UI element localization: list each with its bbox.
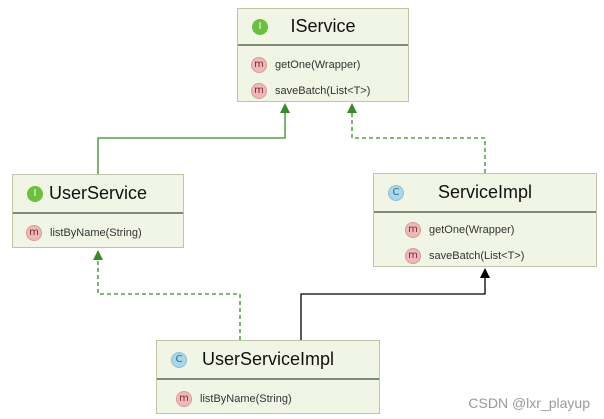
method-row[interactable]: m getOne(Wrapper): [392, 217, 596, 243]
edge-serviceimpl-implements-iservice: [351, 112, 486, 173]
edge-userserviceimpl-implements-userservice: [97, 258, 241, 340]
method-icon: m: [26, 225, 42, 241]
arrowhead-userservice-iservice: [280, 103, 290, 113]
node-userservice[interactable]: I UserService m listByName(String): [12, 174, 184, 248]
method-list: m listByName(String): [13, 214, 183, 246]
arrowhead-userserviceimpl-userservice: [93, 250, 103, 260]
method-icon: m: [251, 83, 267, 99]
method-row[interactable]: m getOne(Wrapper): [238, 52, 408, 78]
class-icon: C: [388, 184, 404, 201]
method-row[interactable]: m listByName(String): [13, 220, 183, 246]
node-header: C UserServiceImpl: [157, 341, 379, 380]
method-list: m listByName(String): [157, 380, 379, 412]
arrowhead-serviceimpl-iservice: [347, 103, 357, 113]
method-row[interactable]: m saveBatch(List<T>): [392, 243, 596, 269]
node-title: UserServiceImpl: [201, 349, 335, 369]
node-header: I UserService: [13, 175, 183, 214]
method-label: saveBatch(List<T>): [429, 250, 525, 262]
node-header: I IService: [238, 9, 408, 46]
method-label: getOne(Wrapper): [275, 59, 361, 71]
method-list: m getOne(Wrapper) m saveBatch(List<T>): [238, 46, 408, 104]
watermark: CSDN @lxr_playup: [468, 395, 590, 411]
node-userserviceimpl[interactable]: C UserServiceImpl m listByName(String): [156, 340, 380, 414]
method-list: m getOne(Wrapper) m saveBatch(List<T>): [374, 213, 596, 269]
node-iservice[interactable]: I IService m getOne(Wrapper) m saveBatch…: [237, 8, 409, 102]
method-row[interactable]: m listByName(String): [163, 386, 379, 412]
class-icon: C: [171, 351, 187, 368]
method-label: saveBatch(List<T>): [275, 85, 371, 97]
method-label: listByName(String): [50, 227, 142, 239]
method-icon: m: [405, 248, 421, 264]
arrowhead-userserviceimpl-serviceimpl: [480, 268, 490, 278]
interface-icon: I: [252, 18, 268, 35]
node-title: UserService: [48, 183, 148, 203]
method-icon: m: [251, 57, 267, 73]
node-title: IService: [290, 16, 356, 36]
edge-userservice-extends-iservice: [97, 112, 286, 175]
interface-icon: I: [27, 185, 43, 202]
method-icon: m: [405, 222, 421, 238]
node-header: C ServiceImpl: [374, 174, 596, 213]
method-label: getOne(Wrapper): [429, 224, 515, 236]
method-row[interactable]: m saveBatch(List<T>): [238, 78, 408, 104]
node-title: ServiceImpl: [437, 182, 533, 202]
method-icon: m: [176, 391, 192, 407]
edge-userserviceimpl-extends-serviceimpl: [300, 277, 486, 340]
node-serviceimpl[interactable]: C ServiceImpl m getOne(Wrapper) m saveBa…: [373, 173, 597, 267]
method-label: listByName(String): [200, 393, 292, 405]
